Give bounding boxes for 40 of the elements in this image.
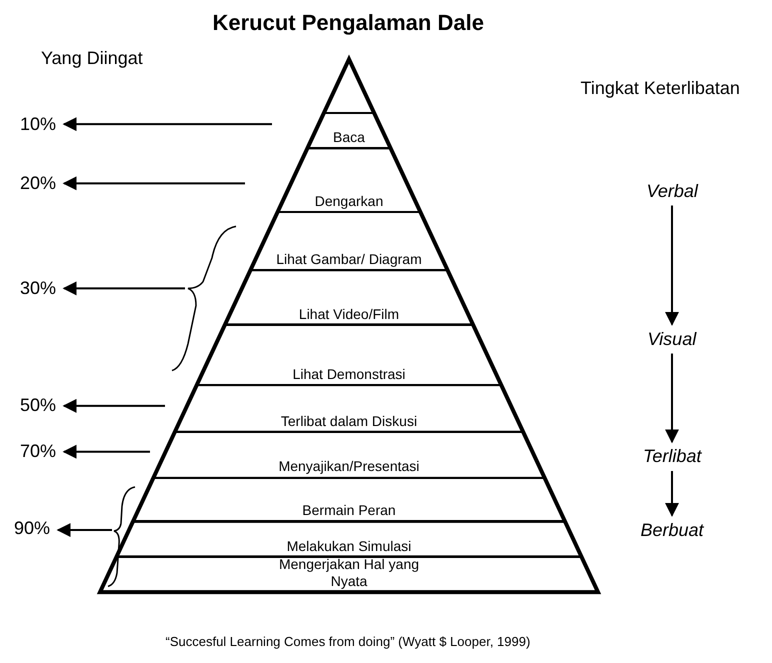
level-label: Lihat Gambar/ Diagram xyxy=(276,251,422,268)
pyramid-level xyxy=(154,432,544,478)
percentage-label: 70% xyxy=(20,441,56,462)
pyramid-level xyxy=(308,112,390,148)
arrow xyxy=(62,117,272,132)
pyramid-level xyxy=(133,478,565,522)
level-label: Melakukan Simulasi xyxy=(286,538,412,555)
caption: “Succesful Learning Comes from doing” (Wyatt $ Looper, 1999) xyxy=(166,634,530,649)
arrow xyxy=(62,176,245,190)
level-label: Terlibat dalam Diskusi xyxy=(280,412,418,430)
heading-label: Tingkat Keterlibatan xyxy=(580,78,740,100)
arrow xyxy=(665,354,679,444)
arrow xyxy=(665,206,679,326)
percentage-label: 10% xyxy=(20,114,56,135)
level-label: Lihat Video/Film xyxy=(298,306,400,323)
involvement-level: Berbuat xyxy=(640,520,704,541)
level-label: Dengarkan xyxy=(314,193,384,210)
involvement-level: Terlibat xyxy=(643,446,702,467)
involvement-level: Verbal xyxy=(646,180,698,202)
pyramid-level xyxy=(174,384,524,432)
percentage-label: 50% xyxy=(20,395,56,416)
title: Kerucut Pengalaman Dale xyxy=(212,10,484,36)
arrow xyxy=(56,523,112,538)
level-label: Baca xyxy=(333,129,365,146)
heading-label: Yang Diingat xyxy=(41,48,143,69)
pyramid-level xyxy=(196,324,502,385)
arrow xyxy=(62,444,150,459)
percentage-label: 90% xyxy=(14,518,50,539)
pyramid-level xyxy=(224,270,474,325)
level-label: Bermain Peran xyxy=(302,502,396,520)
percentage-label: 30% xyxy=(20,278,56,299)
arrow xyxy=(62,281,185,296)
involvement-level: Visual xyxy=(648,328,696,350)
level-label: Lihat Demonstrasi xyxy=(292,366,406,383)
arrow xyxy=(665,471,679,517)
level-label: Mengerjakan Hal yang Nyata xyxy=(278,556,420,590)
pyramid-level xyxy=(116,521,582,557)
percentage-label: 20% xyxy=(20,172,56,194)
arrow xyxy=(62,398,165,413)
level-label: Menyajikan/Presentasi xyxy=(278,458,420,476)
